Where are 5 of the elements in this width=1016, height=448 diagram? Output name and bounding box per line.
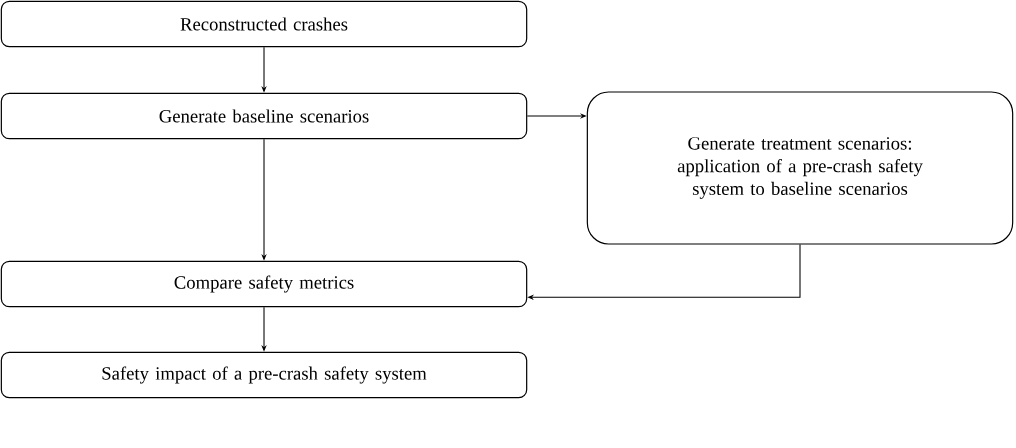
process-box: Generate treatment scenarios: application of a pre-crash safety system to baseline scenarios xyxy=(586,91,1014,245)
process-box: Safety impact of a pre-crash safety system xyxy=(0,351,528,399)
process-box: Reconstructed crashes xyxy=(0,0,528,48)
process-box: Compare safety metrics xyxy=(0,260,528,308)
process-box: Generate baseline scenarios xyxy=(0,92,528,140)
